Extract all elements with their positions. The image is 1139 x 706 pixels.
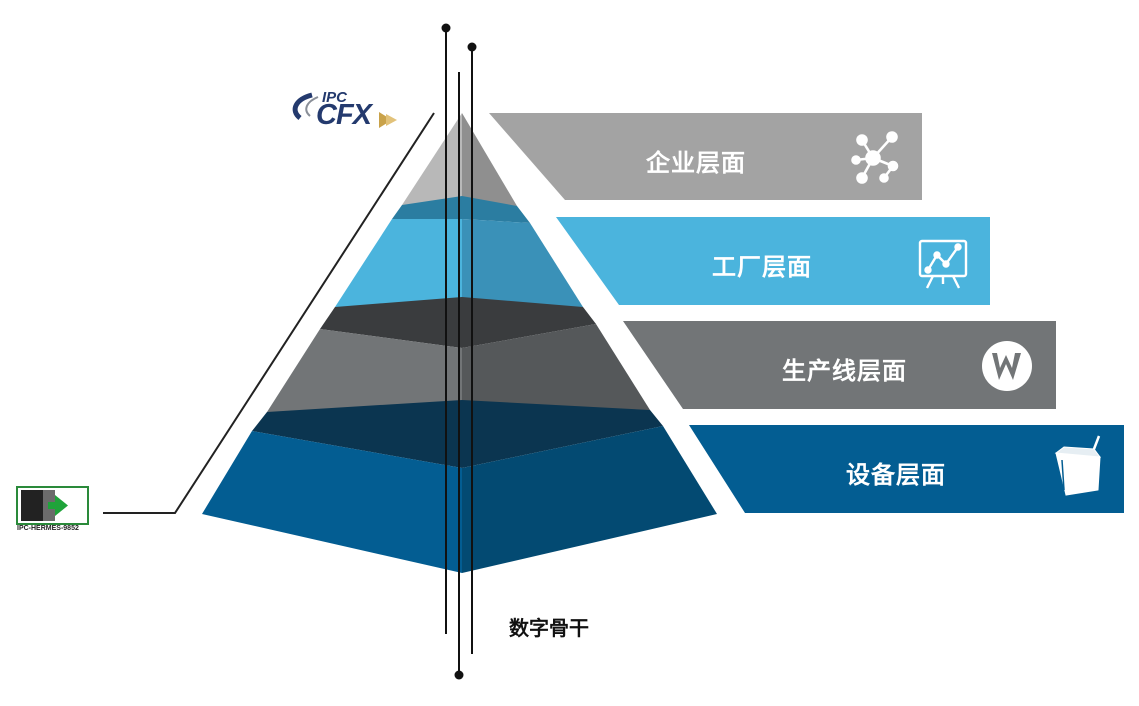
band-enterprise (489, 113, 922, 200)
cfx-logo-ipc-text: IPC (322, 89, 348, 106)
level-enterprise-label: 企业层面 (646, 149, 746, 177)
w-logo-icon (982, 341, 1032, 391)
cfx-logo (292, 92, 397, 128)
backbone-lines (441, 23, 477, 680)
analytics-chart-icon (918, 239, 968, 289)
pyramid-tier-equipment (202, 400, 717, 573)
level-factory-label: 工厂层面 (712, 253, 812, 281)
band-factory (556, 217, 990, 305)
band-production-line (623, 321, 1056, 409)
band-equipment (689, 425, 1124, 513)
cfx-logo-main-text: CFX (316, 99, 372, 131)
level-equipment-label: 设备层面 (846, 461, 946, 489)
digital-backbone-label: 数字骨干 (509, 616, 589, 640)
cube-box-icon (1054, 435, 1102, 496)
level-production-line-label: 生产线层面 (782, 357, 907, 385)
connector-line (103, 112, 435, 514)
ipc-hermes-logo (16, 486, 89, 525)
network-nodes-icon (851, 131, 899, 184)
hermes-logo-caption: IPC-HERMES-9852 (17, 525, 79, 532)
